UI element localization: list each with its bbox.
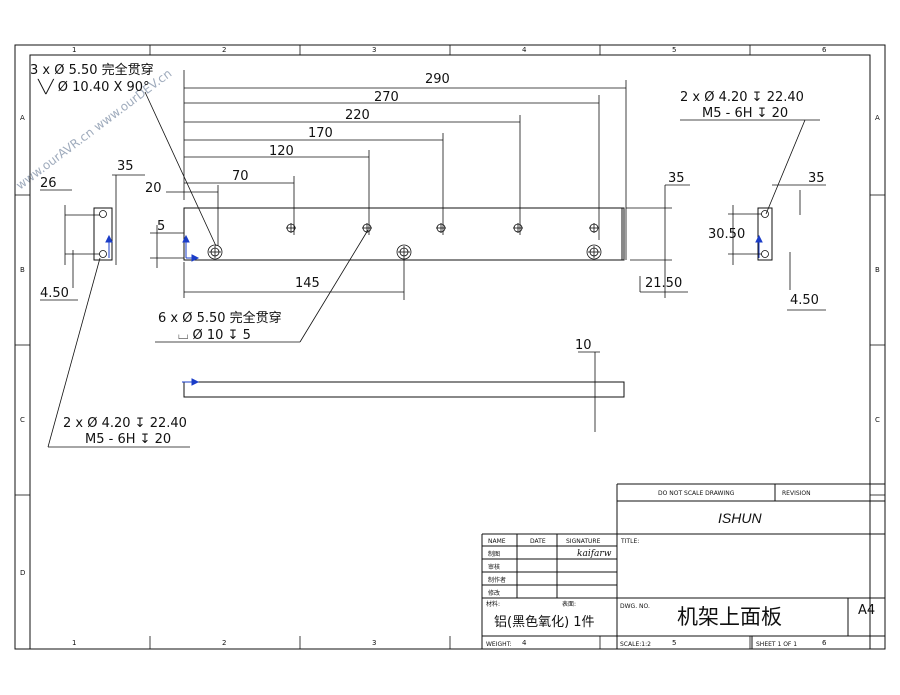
dimension-text: 20 [145, 181, 162, 196]
top-view [182, 351, 625, 432]
dimension-text: 26 [40, 176, 57, 191]
countersink-callout-line1: 3 x Ø 5.50 完全贯穿 [30, 62, 154, 78]
left-tapped-callout-line1: 2 x Ø 4.20 ↧ 22.40 [63, 416, 187, 431]
left-view [93, 207, 113, 261]
dimension-text: 5 [157, 219, 165, 234]
zone-row-label: A [875, 114, 880, 122]
front-view-dimension-lines [144, 70, 690, 343]
sheet-number: SHEET 1 OF 1 [756, 641, 797, 648]
dimension-text: 270 [374, 90, 399, 105]
top-view-outline [183, 381, 625, 398]
counterbore-callout-line2: ⌴ Ø 10 ↧ 5 [178, 328, 251, 343]
zone-col-label: 3 [372, 639, 376, 647]
sheet-size: A4 [858, 603, 875, 618]
zone-row-label: D [20, 569, 25, 577]
material-value: 铝(黑色氧化) 1件 [494, 614, 595, 630]
countersink-callout-line2: ╲╱ Ø 10.40 X 90° [37, 78, 150, 95]
title-label: TITLE: [620, 538, 639, 545]
dwg-no-label: DWG. NO. [620, 603, 650, 610]
role-row-label: 修改 [488, 589, 500, 597]
signature: kaifarw [577, 549, 612, 559]
dimension-text: 170 [308, 126, 333, 141]
dimension-text: 290 [425, 72, 450, 87]
company-name: ISHUN [718, 510, 762, 526]
outer-border [14, 44, 886, 650]
right-tapped-callout-line1: 2 x Ø 4.20 ↧ 22.40 [680, 90, 804, 105]
zone-col-label: 4 [522, 46, 527, 54]
do-not-scale-label: DO NOT SCALE DRAWING [658, 490, 735, 497]
hole-callouts: 3 x Ø 5.50 完全贯穿 ╲╱ Ø 10.40 X 90° 6 x Ø 5… [30, 62, 804, 447]
zone-marks [15, 45, 885, 649]
title-block-texts: DO NOT SCALE DRAWING REVISION ISHUN TITL… [486, 490, 875, 648]
role-row-label: 审核 [488, 563, 500, 571]
dimension-text: 10 [575, 338, 592, 353]
role-row-label: 制图 [488, 550, 500, 558]
revision-label: REVISION [782, 490, 811, 497]
drawing-title: 机架上面板 [677, 605, 782, 629]
dimension-texts: 290 270 220 170 120 70 20 5 145 35 21.50… [40, 72, 825, 353]
table-header: DATE [530, 538, 546, 545]
material-label: 材料: [486, 600, 500, 608]
dimension-text: 4.50 [40, 286, 69, 301]
left-view-dimension-lines [40, 174, 190, 448]
weight-label: WEIGHT: [486, 641, 512, 648]
dimension-text: 30.50 [708, 227, 745, 242]
counterbore-callout-line1: 6 x Ø 5.50 完全贯穿 [158, 310, 282, 326]
table-header: NAME [488, 538, 506, 545]
dimension-text: 145 [295, 276, 320, 291]
top-row-holes [286, 223, 599, 233]
zone-labels: 1 2 3 4 5 6 1 2 3 4 5 6 A B C D A B C [20, 46, 880, 647]
right-view [755, 207, 773, 261]
zone-col-label: 6 [822, 46, 827, 54]
title-block [481, 483, 885, 649]
inner-border [29, 54, 871, 650]
zone-col-label: 6 [822, 639, 827, 647]
zone-row-label: A [20, 114, 25, 122]
zone-col-label: 1 [72, 46, 76, 54]
zone-col-label: 3 [372, 46, 376, 54]
zone-col-label: 2 [222, 639, 226, 647]
zone-col-label: 5 [672, 46, 676, 54]
dimension-text: 120 [269, 144, 294, 159]
role-row-label: 制作者 [488, 576, 506, 584]
zone-row-label: B [20, 266, 25, 274]
zone-col-label: 5 [672, 639, 676, 647]
zone-row-label: C [20, 416, 25, 424]
dimension-text: 35 [808, 171, 825, 186]
zone-col-label: 1 [72, 639, 76, 647]
zone-col-label: 2 [222, 46, 226, 54]
origin-marker [182, 234, 200, 262]
zone-row-label: B [875, 266, 880, 274]
dimension-text: 21.50 [645, 276, 682, 291]
right-view-outline [757, 207, 773, 261]
right-view-dimension-lines [680, 119, 826, 311]
scale-label: SCALE:1:2 [620, 641, 651, 648]
left-tapped-callout-line2: M5 - 6H ↧ 20 [85, 432, 171, 447]
zone-row-label: C [875, 416, 880, 424]
finish-label: 表面: [562, 600, 576, 608]
dimension-text: 35 [668, 171, 685, 186]
right-tapped-callout-line2: M5 - 6H ↧ 20 [702, 106, 788, 121]
dimension-text: 4.50 [790, 293, 819, 308]
front-view [182, 207, 625, 262]
countersunk-holes [207, 244, 602, 260]
dimension-text: 70 [232, 169, 249, 184]
dimension-text: 220 [345, 108, 370, 123]
table-header: SIGNATURE [566, 538, 601, 545]
zone-col-label: 4 [522, 639, 527, 647]
left-view-outline [93, 207, 113, 261]
dimension-text: 35 [117, 159, 134, 174]
